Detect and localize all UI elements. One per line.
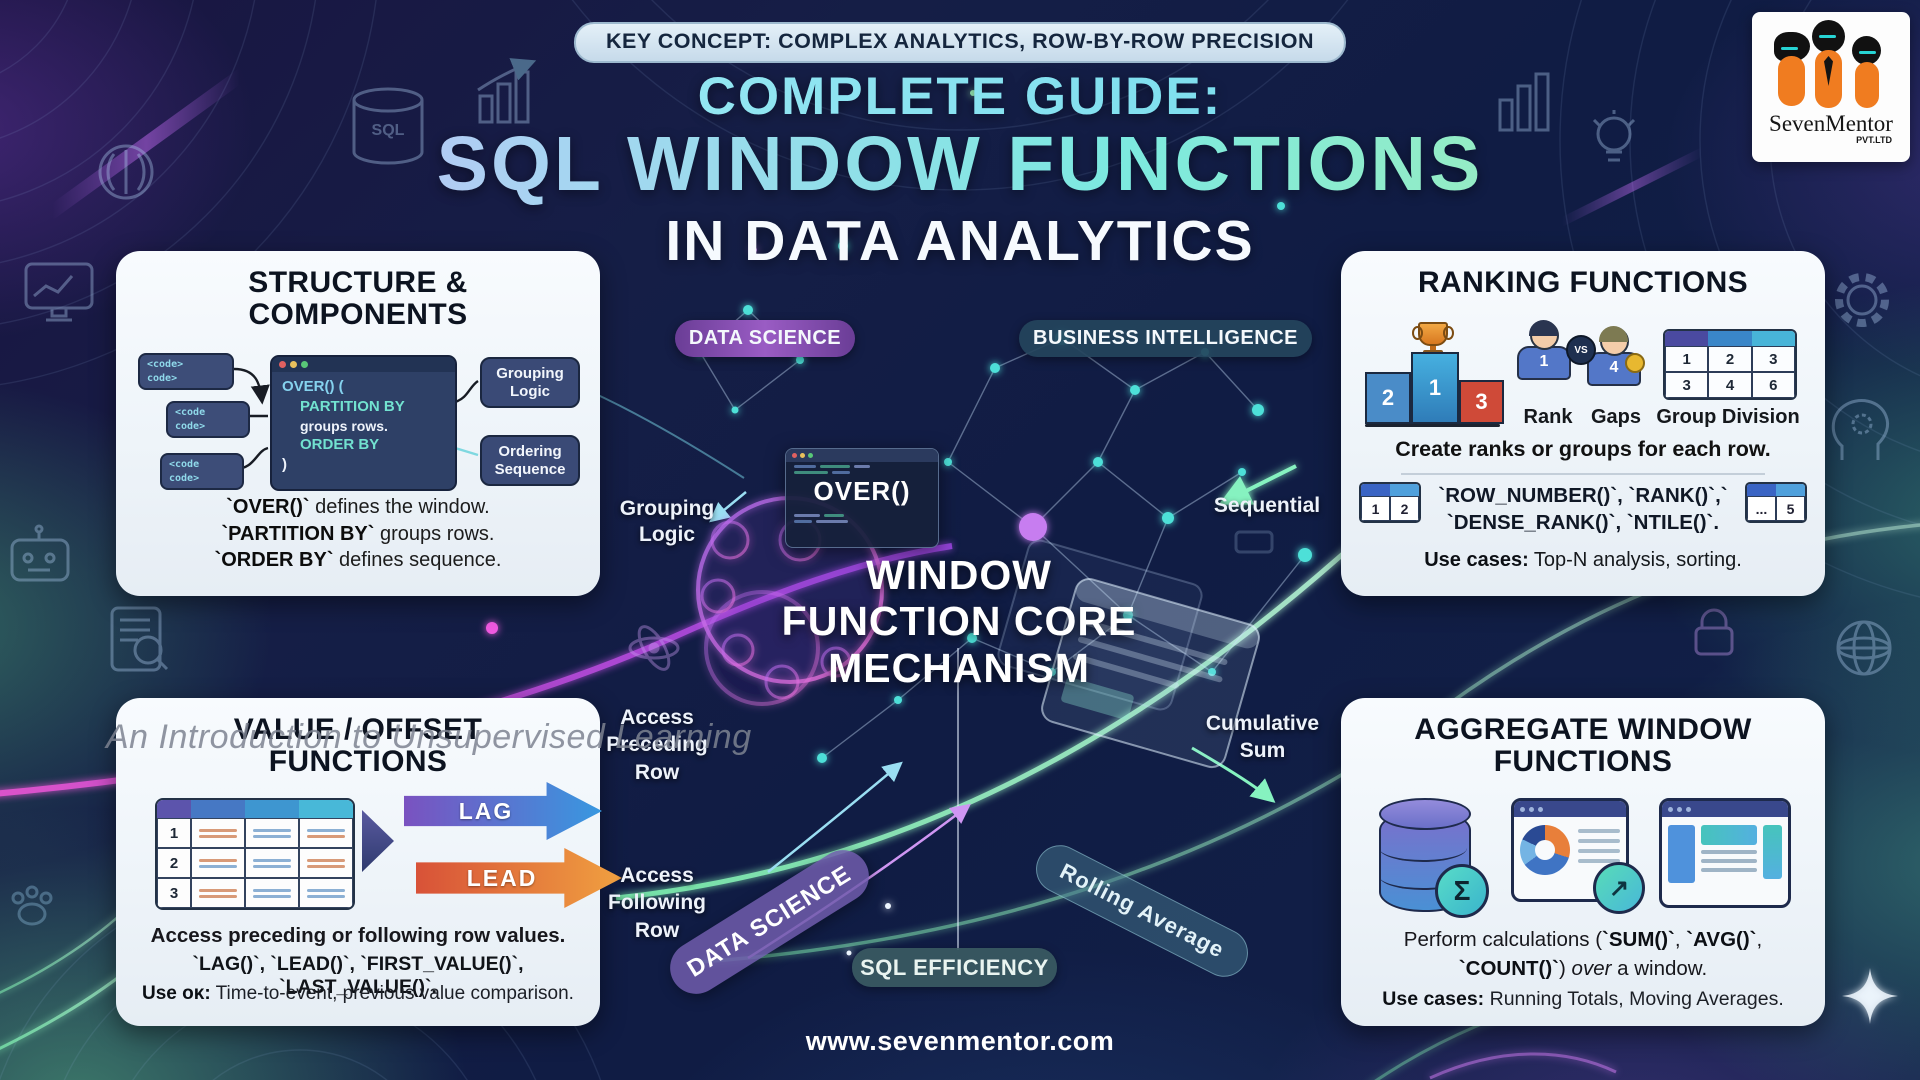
rolling-average-pill: Rolling Average [1027, 836, 1257, 986]
vs-badge: VS [1566, 335, 1596, 365]
logo-name: SevenMentor [1769, 111, 1893, 136]
code-chip: <code code> [160, 453, 244, 490]
ranking-functions-card: RANKING FUNCTIONS 2 1 3 1 VS 4 Rank Gaps [1341, 251, 1825, 596]
footer-url[interactable]: www.sevenmentor.com [805, 1026, 1115, 1056]
rank-label: Rank [1523, 406, 1573, 428]
code-editor-window: OVER() ( PARTITION BY groups rows. ORDER… [270, 355, 457, 491]
minimize-dot-icon [290, 361, 297, 368]
logo-figure-body [1778, 56, 1805, 106]
group-division-label: Group Division [1656, 406, 1800, 428]
window-controls [272, 357, 455, 372]
over-code-window: OVER() [785, 448, 939, 548]
person-icon: 4 [1587, 326, 1645, 386]
gear-icon [1835, 273, 1889, 327]
mini-table-right: ... 5 [1745, 482, 1807, 523]
lock-icon [1694, 608, 1734, 656]
code-line: ) [282, 455, 287, 473]
aggregate-desc-2: `COUNT()`) over a window. [1458, 957, 1708, 980]
structure-card-title: STRUCTURE & COMPONENTS [248, 266, 468, 332]
ordering-sequence-chip: Ordering Sequence [480, 435, 580, 487]
chevron-arrow-icon [362, 810, 394, 872]
title-line-2: SQL WINDOW FUNCTIONS [0, 120, 1920, 209]
medal-badge-icon [1625, 353, 1645, 373]
window-controls [786, 449, 938, 462]
report-window-icon [1659, 798, 1791, 908]
value-desc-2: `LAG()`, `LEAD()`, `FIRST_VALUE()`, `LAS… [192, 953, 524, 998]
keypad-icon [1234, 530, 1274, 554]
close-dot-icon [279, 361, 286, 368]
document-search-icon [110, 606, 169, 672]
code-chip: <code> code> [138, 353, 234, 390]
code-line: PARTITION BY [300, 397, 405, 415]
podium-block-3: 3 [1459, 380, 1504, 424]
cumulative-sum-label: Cumulative Sum [1205, 712, 1320, 763]
ranking-use-cases: Use cases: Top-N analysis, sorting. [1424, 549, 1742, 571]
robot-icon [10, 524, 70, 582]
access-following-row-label: Access Following Row [608, 864, 706, 942]
podium-block-2: 2 [1365, 372, 1411, 424]
globe-icon [1836, 620, 1892, 676]
head-gear-icon [1831, 399, 1890, 460]
data-science-pill: DATA SCIENCE [675, 320, 855, 357]
mini-table-left: 1 2 [1359, 482, 1421, 523]
code-chip: <code code> [166, 401, 250, 438]
database-sigma-icon: Σ [1379, 798, 1489, 918]
sparkle-icon [1842, 968, 1898, 1024]
aggregate-desc-1: Perform calculations (`SUM()`, `AVG()`, [1403, 928, 1763, 951]
watermark-text: An Introduction to Unsupervised Learning [106, 718, 752, 756]
podium-icon: 2 1 3 [1365, 309, 1504, 427]
business-intelligence-pill: BUSINESS INTELLIGENCE [1019, 320, 1312, 357]
code-block: OVER() ( PARTITION BY groups rows. ORDER… [272, 372, 455, 475]
maximize-dot-icon [301, 361, 308, 368]
donut-chart-icon [1520, 825, 1570, 875]
group-division-table: 1 2 3 3 4 6 [1663, 329, 1797, 400]
divider [1401, 473, 1765, 475]
aggregate-card-title: AGGREGATE WINDOW FUNCTIONS [1414, 713, 1752, 779]
paw-icon [11, 885, 53, 926]
grouping-logic-label: Grouping Logic [619, 497, 715, 547]
value-desc-1: Access preceding or following row values… [150, 924, 566, 947]
logo-figure-tie [1824, 56, 1833, 86]
gaps-label: Gaps [1590, 406, 1642, 428]
purple-node [1019, 513, 1047, 541]
structure-components-card: STRUCTURE & COMPONENTS <code> code> <cod… [116, 251, 600, 596]
aggregate-window-card: AGGREGATE WINDOW FUNCTIONS Σ ↗ [1341, 698, 1825, 1026]
logo-figure-body [1855, 62, 1879, 108]
structure-desc-line: `OVER()` defines the window. [226, 496, 490, 518]
ranking-card-title: RANKING FUNCTIONS [1417, 266, 1749, 299]
title-line-3: IN DATA ANALYTICS [665, 209, 1255, 273]
logo-figure-head [1812, 20, 1845, 53]
logo-figures [1772, 20, 1890, 108]
ranking-functions-list: `ROW_NUMBER()`, `RANK()`,` `DENSE_RANK()… [1438, 484, 1728, 534]
title-line-1: COMPLETE GUIDE: [0, 66, 1920, 127]
podium-block-1: 1 [1411, 352, 1459, 424]
logo-figure-head [1852, 36, 1881, 65]
ranking-caption: Create ranks or groups for each row. [1395, 437, 1771, 461]
structure-desc-line: `PARTITION BY` groups rows. [221, 522, 495, 545]
sql-efficiency-pill: SQL EFFICIENCY [852, 948, 1057, 987]
trophy-icon [1412, 322, 1454, 354]
lag-arrow: LAG [404, 782, 602, 840]
aggregate-use-cases: Use cases: Running Totals, Moving Averag… [1382, 988, 1784, 1010]
over-label: OVER() [813, 476, 911, 506]
logo-suffix: PVT.LTD [1856, 135, 1892, 145]
trend-arrow-badge: ↗ [1593, 862, 1645, 914]
code-line: OVER() ( [282, 378, 344, 395]
sevenmentor-logo: SevenMentor PVT.LTD [1752, 12, 1910, 162]
atom-icon [628, 625, 680, 671]
rows-table-icon: 1 2 3 [155, 798, 355, 910]
code-line: groups rows. [300, 417, 388, 434]
person-icon: 1 [1517, 320, 1571, 380]
core-mechanism-heading: WINDOW FUNCTION CORE MECHANISM [781, 552, 1137, 691]
sequential-label: Sequential [1213, 494, 1321, 517]
key-concept-banner: KEY CONCEPT: COMPLEX ANALYTICS, ROW-BY-R… [573, 22, 1347, 63]
purple-curve-bottom [1429, 1052, 1617, 1080]
code-line: ORDER BY [300, 436, 380, 454]
sigma-badge: Σ [1435, 864, 1489, 918]
rank-vs-gaps-icon: 1 VS 4 [1517, 320, 1645, 407]
structure-description: `OVER()` defines the window. `PARTITION … [116, 494, 600, 574]
grouping-logic-chip: Grouping Logic [480, 357, 580, 409]
structure-desc-line: `ORDER BY` defines sequence. [214, 549, 502, 572]
value-use-cases: Use oᴋ: Time-to-event, previous value co… [142, 983, 574, 1004]
